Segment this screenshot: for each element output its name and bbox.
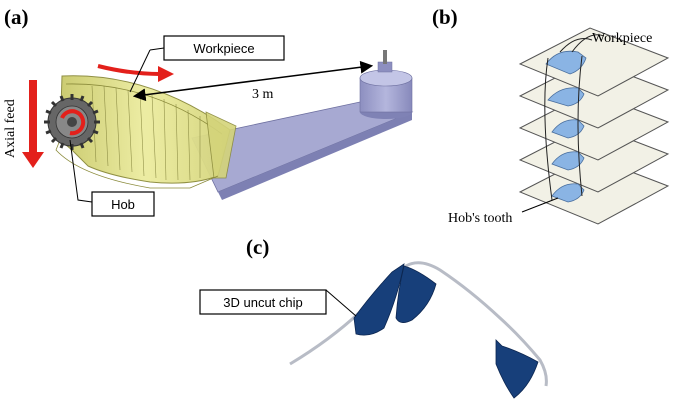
hob-gear-icon: [44, 94, 100, 150]
hob-label: Hob: [111, 197, 135, 212]
panel-b-letter: (b): [432, 5, 458, 29]
axial-feed-arrow: [22, 80, 44, 168]
chip-leader: [325, 289, 357, 317]
hob-tooth-leader: [521, 197, 559, 213]
chip-3: [495, 339, 539, 399]
workpiece-block: [55, 75, 237, 189]
uncut-chips: [353, 263, 539, 399]
panel-c: (c) 3D uncut chip: [199, 235, 548, 399]
axial-feed-label: Axial feed: [3, 99, 18, 158]
workpiece-label: Workpiece: [193, 41, 254, 56]
chip-label: 3D uncut chip: [223, 295, 303, 310]
workpiece-label-box: [163, 35, 285, 61]
hob-leader: [69, 139, 93, 203]
panel-c-letter: (c): [246, 235, 269, 259]
hob-label-box: [91, 191, 155, 217]
sheet-1: [518, 27, 670, 97]
workpiece-leader-2: [129, 49, 151, 93]
chip-label-box: [199, 289, 327, 315]
distance-label: 3 m: [252, 87, 274, 102]
panel-a-letter: (a): [4, 5, 29, 29]
distance-arrow: [132, 60, 374, 102]
chip-1: [353, 263, 405, 336]
workpiece-sheets: [518, 27, 670, 225]
tooth-trajectory: [544, 34, 605, 201]
panel-a: (a): [3, 5, 414, 217]
workpiece-label-b: Workpiece: [592, 31, 652, 46]
hob-tooth-label: Hob's tooth: [448, 211, 512, 226]
hob-tooth-slices: [545, 50, 587, 203]
chip-2: [395, 265, 437, 323]
panel-b: (b) Workpiece Hob's tooth: [432, 5, 670, 226]
workpiece-leader: [149, 47, 165, 51]
